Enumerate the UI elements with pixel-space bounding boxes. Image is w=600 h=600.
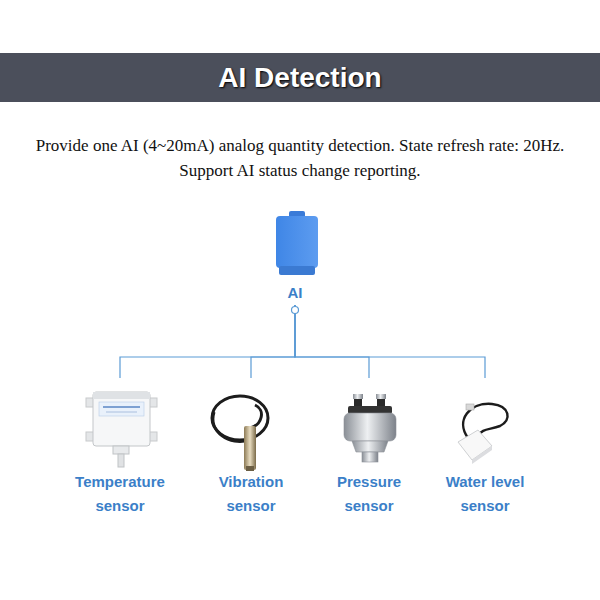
title-text: AI Detection <box>0 53 600 102</box>
device-node: AI <box>265 208 325 305</box>
connector-ring <box>292 307 299 314</box>
tree-connector <box>251 305 295 378</box>
tree-connector <box>120 305 295 378</box>
node-label: Vibration sensor <box>193 470 309 518</box>
sensor-node: Vibration sensor <box>193 378 309 518</box>
connector-group <box>120 305 485 378</box>
node-label: Water level sensor <box>427 470 543 518</box>
node-label: Pressure sensor <box>311 470 427 518</box>
description-text: Provide one AI (4~20mA) analog quantity … <box>25 133 575 183</box>
sensor-node: Temperature sensor <box>62 378 178 518</box>
pressure-sensor-image <box>344 394 396 462</box>
sensor-node: Pressure sensor <box>311 378 427 518</box>
water-level-sensor-image <box>458 404 508 464</box>
tree-connector <box>295 305 485 378</box>
sensor-node: Water level sensor <box>427 378 543 518</box>
vibration-sensor-image <box>212 396 268 471</box>
tree-connector <box>295 305 369 378</box>
temperature-sensor-image <box>86 392 157 467</box>
device-icon <box>276 211 318 275</box>
node-label: Temperature sensor <box>62 470 178 518</box>
node-label: AI <box>288 281 303 305</box>
